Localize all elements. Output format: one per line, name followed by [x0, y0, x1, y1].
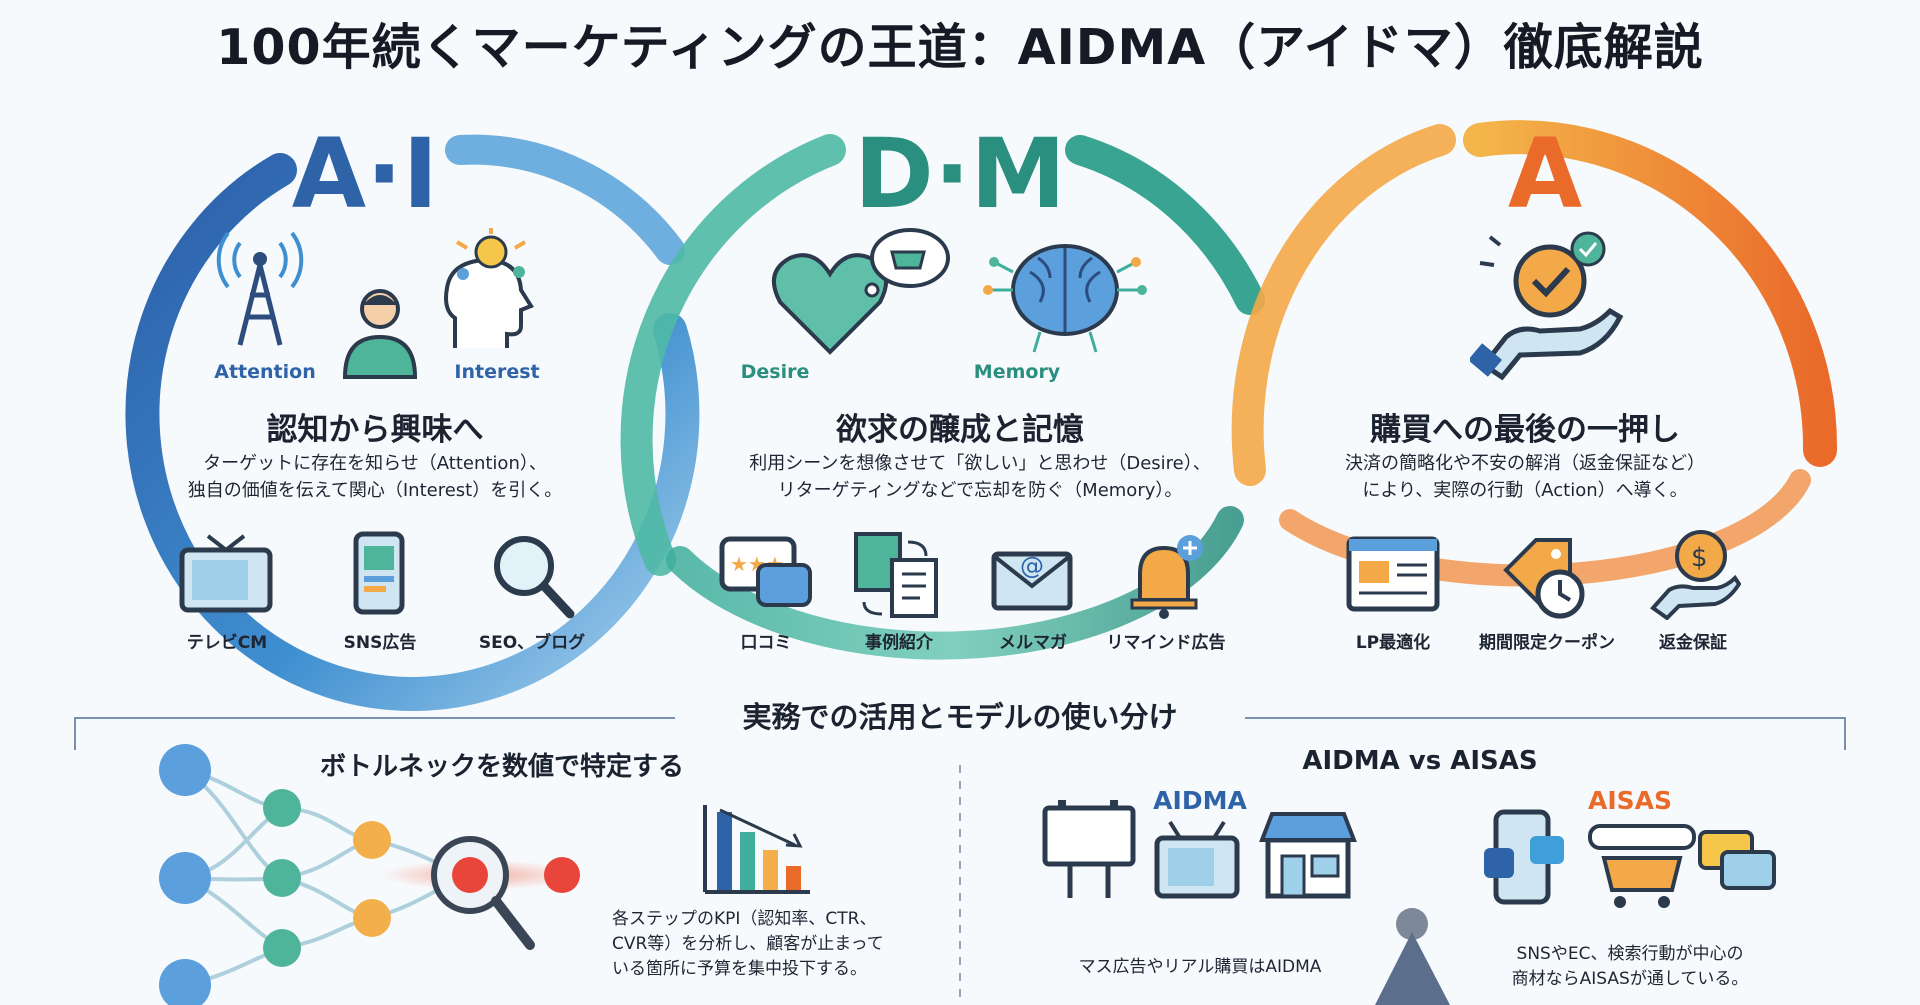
smartphone-social-icon [1484, 809, 1564, 905]
stage-ai-letter: A·I [291, 118, 439, 230]
case-study-icon [854, 532, 938, 618]
practice-heading: 実務での活用とモデルの使い分け [742, 700, 1178, 734]
review-bubble-icon: ★★★ [719, 536, 812, 607]
bell-reminder-icon [1130, 535, 1203, 619]
tool-case-study: 事例紹介 [865, 633, 933, 653]
desire-label: Desire [740, 361, 810, 383]
lightbulb-head-icon [444, 228, 534, 348]
landing-page-icon [1346, 536, 1440, 612]
tool-money-back: 返金保証 [1659, 633, 1727, 653]
email-icon: @ [991, 551, 1073, 611]
money-back-icon: $ [1650, 530, 1741, 620]
aidma-label: AIDMA [1153, 786, 1247, 815]
search-cart-icon [1588, 824, 1696, 908]
aidma-usage-text: マス広告やリアル購買はAIDMA [1078, 957, 1322, 977]
tool-seo-blog: SEO、ブログ [478, 633, 586, 653]
kpi-chart-icon [703, 805, 810, 894]
funnel-network [159, 744, 580, 1005]
tv-icon [1154, 820, 1240, 899]
stage-ai-heading: 認知から興味へ [266, 412, 484, 448]
tool-word-of-mouth: 口コミ [740, 633, 792, 653]
stage-ai-desc: ターゲットに存在を知らせ（Attention）、独自の価値を伝えて関心（Inte… [187, 453, 563, 501]
television-icon [179, 534, 273, 613]
chat-bubbles-icon [1698, 830, 1776, 890]
tool-remind-ads: リマインド広告 [1106, 633, 1226, 653]
stage-dm-heading: 欲求の醸成と記憶 [836, 412, 1084, 448]
dm-stage-arc [620, 134, 846, 576]
billboard-icon [1042, 800, 1136, 898]
smartphone-icon [353, 531, 405, 615]
stage-dm-desc: 利用シーンを想像させて「欲しい」と思わせ（Desire）、リターゲティングなどで… [749, 453, 1211, 501]
interest-label: Interest [454, 361, 540, 383]
svg-text:@: @ [1020, 552, 1044, 580]
svg-text:$: $ [1691, 543, 1708, 573]
coupon-timer-icon [1503, 538, 1585, 619]
person-icon [342, 289, 418, 379]
radio-tower-icon [216, 231, 304, 346]
page-title: 100年続くマーケティングの王道：AIDMA（アイドマ）徹底解説 [216, 19, 1704, 76]
aisas-label: AISAS [1587, 786, 1672, 815]
tool-tv-cm: テレビCM [186, 633, 268, 653]
memory-label: Memory [973, 361, 1061, 383]
heart-cart-icon [771, 228, 950, 355]
tool-lp-optimization: LP最適化 [1355, 633, 1431, 653]
seesaw-balance [1030, 908, 1790, 1005]
a-stage-arc [1463, 120, 1838, 467]
compare-title: AIDMA vs AISAS [1302, 746, 1538, 776]
stage-a-letter: A [1507, 118, 1583, 230]
brain-icon [983, 244, 1147, 353]
store-icon [1259, 812, 1357, 899]
hand-check-icon [1470, 231, 1624, 381]
stage-a-heading: 購買への最後の一押し [1370, 412, 1680, 448]
aisas-usage-text: SNSやEC、検索行動が中心の 商材ならAISASが通している。 [1511, 944, 1749, 989]
tool-newsletter: メルマガ [999, 633, 1067, 653]
magnifier-icon [494, 536, 575, 619]
bottleneck-desc: 各ステップのKPI（認知率、CTR、 CVR等）を分析し、顧客が止まって いる箇… [612, 909, 884, 979]
tool-sns-ads: SNS広告 [343, 633, 417, 653]
tool-limited-coupon: 期間限定クーポン [1479, 633, 1615, 653]
bottleneck-title: ボトルネックを数値で特定する [320, 752, 685, 782]
stage-a-desc: 決済の簡略化や不安の解消（返金保証など）により、実際の行動（Action）へ導く… [1345, 453, 1705, 501]
stage-dm-letter: D·M [854, 118, 1066, 230]
attention-label: Attention [214, 361, 316, 383]
